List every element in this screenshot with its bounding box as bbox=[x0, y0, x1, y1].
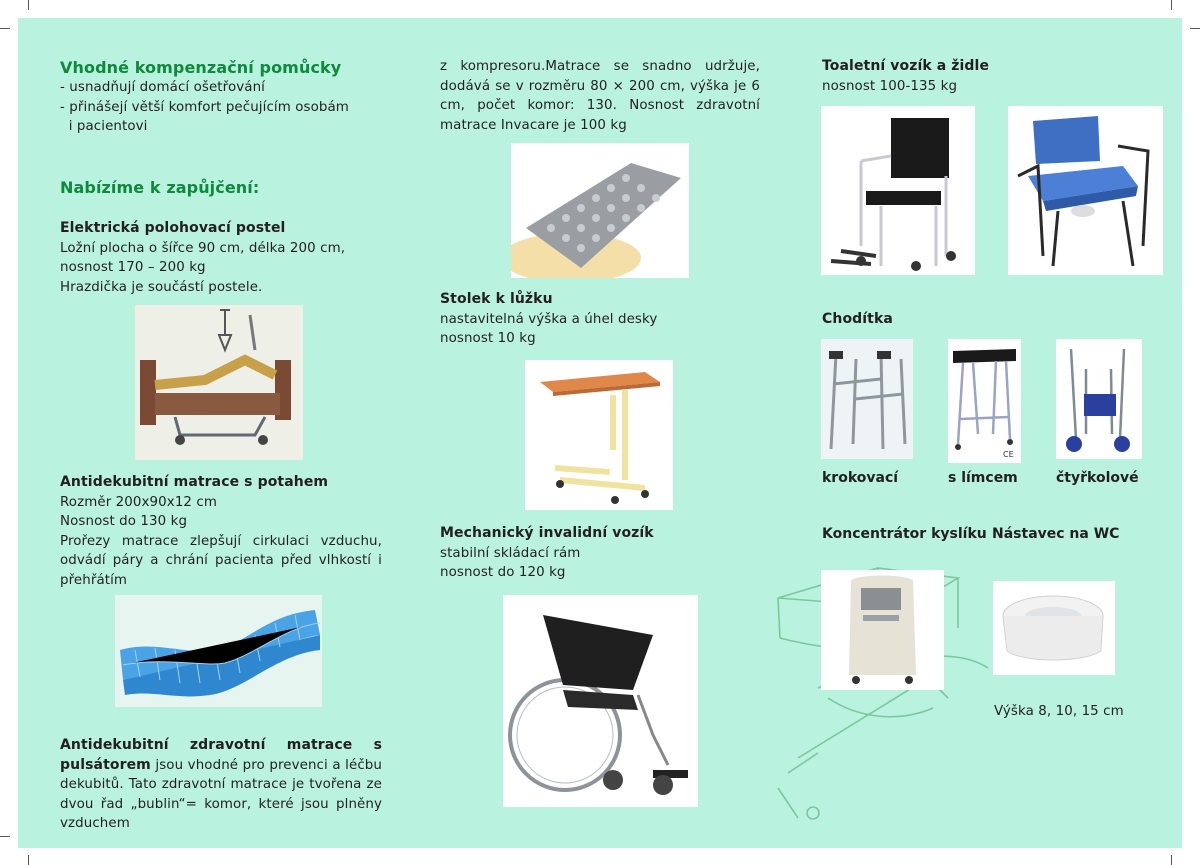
pulse-title: Antidekubitní zdravotní matrace s pulsát… bbox=[60, 737, 382, 773]
bed-line: Ložní plocha o šířce 90 cm, délka 200 cm… bbox=[60, 240, 346, 256]
crop-mark bbox=[28, 0, 29, 10]
bullet-line: i pacientovi bbox=[60, 119, 148, 134]
pulse-paragraph: Antidekubitní zdravotní matrace s pulsát… bbox=[60, 736, 382, 834]
mattress-description: Prořezy matrace zlepšují cirkulaci vzduc… bbox=[60, 533, 382, 588]
commode-photo bbox=[821, 106, 975, 275]
pulse-text: jsou vhodné pro prevenci a léčbu dekubit… bbox=[60, 757, 382, 832]
heading-offer: Nabízíme k zapůjčení: bbox=[60, 178, 260, 197]
mattress-line: Rozměr 200x90x12 cm bbox=[60, 494, 218, 510]
heading-aids: Vhodné kompenzační pomůcky bbox=[60, 58, 342, 77]
wheelchair-line: nosnost do 120 kg bbox=[440, 565, 566, 580]
toilet-line: nosnost 100-135 kg bbox=[822, 78, 958, 94]
rollator-photo bbox=[1056, 339, 1142, 459]
bed-photo bbox=[135, 305, 303, 460]
oxygen-title: Koncentrátor kyslíku bbox=[822, 526, 987, 542]
crop-mark bbox=[0, 836, 10, 837]
table-title: Stolek k lůžku bbox=[440, 291, 553, 307]
svg-text:CE: CE bbox=[1003, 450, 1014, 459]
bed-title: Elektrická polohovací postel bbox=[60, 220, 286, 236]
mattress-photo bbox=[115, 595, 322, 707]
table-line: nastavitelná výška a úhel desky bbox=[440, 311, 658, 327]
bed-line: nosnost 170 – 200 kg bbox=[60, 260, 206, 275]
air-mattress-photo bbox=[511, 143, 689, 278]
wheelchair-photo bbox=[503, 595, 698, 807]
mattress-line: Nosnost do 130 kg bbox=[60, 514, 188, 529]
table-line: nosnost 10 kg bbox=[440, 331, 536, 346]
crop-mark bbox=[28, 855, 29, 865]
brochure-page: Vhodné kompenzační pomůcky - usnadňují d… bbox=[18, 18, 1182, 848]
walker-photo bbox=[821, 339, 913, 459]
collar-walker-photo: CE bbox=[948, 339, 1021, 463]
wheelchair-title: Mechanický invalidní vozík bbox=[440, 525, 654, 541]
air-mattress-description: z kompresoru.Matrace se snadno udržuje, … bbox=[440, 59, 760, 133]
bullet-line: - usnadňují domácí ošetřování bbox=[60, 80, 265, 95]
bullet-line: - přinášejí větší komfort pečujícím osob… bbox=[60, 99, 349, 115]
crop-mark bbox=[1190, 28, 1200, 29]
chair-photo bbox=[1008, 106, 1163, 275]
walker-label: čtyřkolové bbox=[1056, 470, 1139, 486]
oxygen-concentrator-photo bbox=[821, 570, 944, 690]
walkers-title: Chodítka bbox=[822, 311, 893, 327]
bed-line: Hrazdička je součástí postele. bbox=[60, 279, 263, 295]
crop-mark bbox=[1171, 855, 1172, 865]
overbed-table-photo bbox=[525, 360, 673, 510]
crop-mark bbox=[1171, 0, 1172, 10]
wc-title: Nástavec na WC bbox=[992, 526, 1120, 542]
toilet-riser-photo bbox=[993, 581, 1115, 675]
mattress-title: Antidekubitní matrace s potahem bbox=[60, 474, 329, 490]
toilet-title: Toaletní vozík a židle bbox=[822, 58, 990, 74]
crop-mark bbox=[0, 28, 10, 29]
wheelchair-line: stabilní skládací rám bbox=[440, 545, 581, 561]
walker-label: s límcem bbox=[948, 470, 1018, 486]
wc-note: Výška 8, 10, 15 cm bbox=[994, 704, 1124, 719]
walker-label: krokovací bbox=[822, 470, 899, 486]
